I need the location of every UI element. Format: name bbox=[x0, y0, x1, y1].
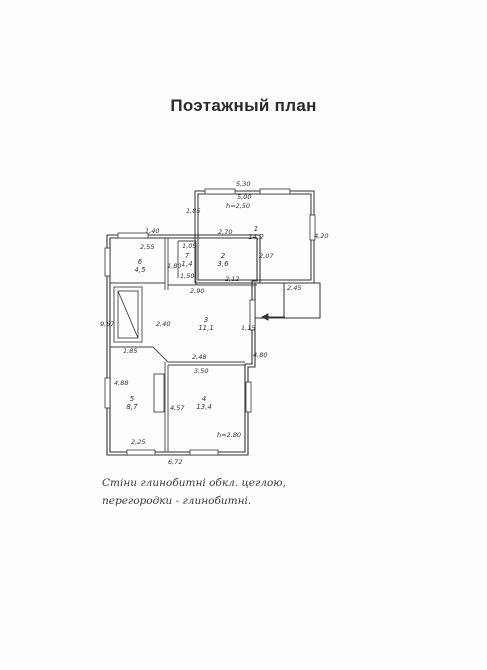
dim: 3,50 bbox=[194, 367, 208, 375]
dim: 5,30 bbox=[236, 180, 250, 188]
windows bbox=[104, 188, 316, 456]
dim: 4,20 bbox=[314, 232, 328, 240]
dim: 1,15 bbox=[241, 324, 255, 332]
room-number: 5 bbox=[130, 395, 135, 403]
annex-height: h=2,50 bbox=[226, 202, 250, 210]
dim: 2,70 bbox=[218, 228, 232, 236]
dim: 1,85 bbox=[123, 347, 137, 355]
dim: 2,12 bbox=[225, 275, 239, 283]
room-number: 2 bbox=[221, 252, 226, 260]
dim: 2,25 bbox=[131, 438, 145, 446]
room-number: 3 bbox=[204, 316, 208, 324]
room-area: 8,7 bbox=[126, 403, 138, 411]
dim: 4,80 bbox=[253, 351, 267, 359]
dim: 4,88 bbox=[114, 379, 128, 387]
note-line: Стіни глинобитні обкл. цеглою, bbox=[102, 477, 286, 489]
room-number: 4 bbox=[202, 395, 206, 403]
partitions bbox=[110, 238, 257, 452]
room-area: 4,5 bbox=[134, 266, 146, 274]
room-area: 3,6 bbox=[217, 260, 229, 268]
dim: 1,05 bbox=[182, 242, 196, 250]
entrance-arrow bbox=[260, 313, 285, 321]
dim: 2,07 bbox=[259, 252, 274, 260]
dim: 1,80 bbox=[167, 262, 181, 270]
room-labels: 1 14,2 2 3,6 3 11,1 4 13,4 5 8,7 6 4,5 7… bbox=[126, 225, 264, 411]
room-number: 1 bbox=[254, 225, 258, 233]
dim: 9,67 bbox=[100, 320, 115, 328]
house-height: h=2,80 bbox=[217, 431, 241, 439]
room-number: 6 bbox=[138, 258, 143, 266]
room-area: 14,2 bbox=[248, 233, 264, 241]
dim: 2,90 bbox=[190, 287, 204, 295]
construction-note: Стіни глинобитні обкл. цеглою, перегород… bbox=[102, 474, 362, 510]
room-number: 7 bbox=[185, 252, 190, 260]
dim: 1,40 bbox=[145, 227, 159, 235]
room-area: 11,1 bbox=[198, 324, 214, 332]
dim: 1,85 bbox=[186, 207, 200, 215]
dim: 6,72 bbox=[168, 458, 182, 466]
room-area: 13,4 bbox=[196, 403, 212, 411]
house-walls bbox=[106, 234, 261, 456]
note-line: перегородки - глинобитні. bbox=[102, 495, 252, 507]
dim: 2,40 bbox=[156, 320, 170, 328]
page-title: Поэтажный план bbox=[170, 96, 317, 115]
dim: 4,57 bbox=[170, 404, 185, 412]
dim: 1,50 bbox=[180, 272, 194, 280]
dim: 5,00 bbox=[237, 193, 251, 201]
dimension-labels: 5,30 5,00 1,85 4,20 2,45 1,40 2,55 2,70 … bbox=[100, 180, 328, 466]
dim: 2,55 bbox=[140, 243, 154, 251]
room-area: 1,4 bbox=[181, 260, 192, 268]
dim: 2,48 bbox=[192, 353, 206, 361]
dim: 2,45 bbox=[287, 284, 301, 292]
